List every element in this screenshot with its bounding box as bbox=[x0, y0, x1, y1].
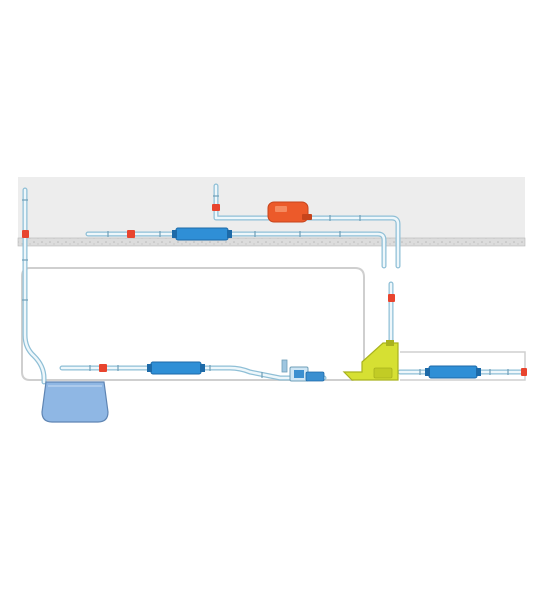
valve-red-icon bbox=[22, 230, 29, 238]
mini-pump-icon bbox=[281, 359, 325, 382]
right-room-outline bbox=[400, 351, 526, 381]
valve-red-icon bbox=[99, 364, 107, 372]
valve-red-icon bbox=[212, 204, 220, 211]
drain-tank-icon bbox=[41, 381, 109, 423]
valve-red-icon bbox=[127, 230, 135, 238]
floor-pump-unit-icon bbox=[342, 340, 399, 381]
inline-filter-icon bbox=[172, 227, 232, 241]
valve-red-icon bbox=[521, 368, 527, 376]
ceiling-slab bbox=[17, 237, 526, 247]
pipe-network bbox=[22, 183, 527, 385]
inline-filter-icon bbox=[147, 361, 205, 375]
inline-filter-icon bbox=[425, 365, 481, 379]
valve-red-icon bbox=[388, 294, 395, 302]
condensate-pump-icon bbox=[267, 201, 312, 223]
valves bbox=[22, 204, 527, 376]
